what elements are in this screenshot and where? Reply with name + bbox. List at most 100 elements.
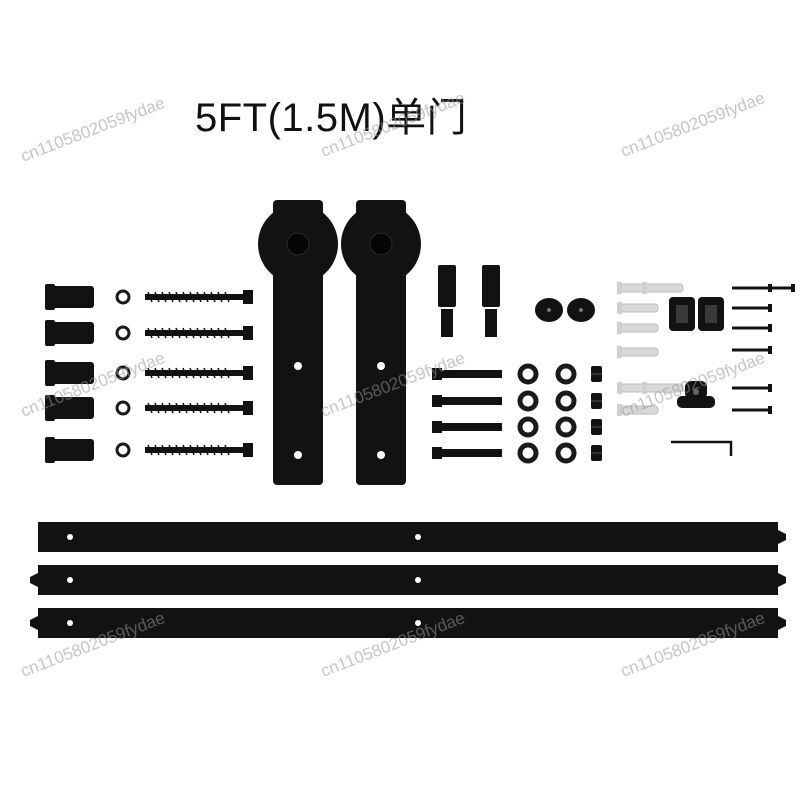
screw-thread — [189, 367, 195, 379]
rail-end-notch — [778, 573, 786, 587]
screw-thread — [168, 327, 174, 339]
strap-hole — [377, 362, 385, 370]
anchor-body — [644, 383, 684, 393]
floor-guide — [677, 381, 715, 408]
flat-washer — [517, 416, 539, 438]
screw-thread — [224, 444, 230, 456]
hex-bolt — [432, 421, 502, 433]
wood-screw — [755, 284, 795, 292]
roller-hanger — [341, 200, 421, 485]
screw-thread — [175, 444, 181, 456]
screw-thread — [210, 367, 216, 379]
lag-bolt-set — [45, 437, 253, 463]
flat-washer — [555, 363, 577, 385]
screw-thread — [210, 402, 216, 414]
washer — [115, 400, 131, 416]
screw-thread — [161, 291, 167, 303]
screw-thread — [189, 444, 195, 456]
spacer — [48, 397, 94, 419]
screw-thread — [217, 367, 223, 379]
screw-thread — [154, 402, 160, 414]
rail-bar — [38, 522, 778, 552]
washer — [115, 365, 131, 381]
screw-thread — [175, 367, 181, 379]
screw-thread — [168, 291, 174, 303]
strap-hole — [377, 451, 385, 459]
screw-head — [768, 324, 772, 332]
door-stopper — [438, 265, 456, 337]
screw-thread — [196, 367, 202, 379]
screw-thread — [217, 402, 223, 414]
hanger-top — [356, 205, 406, 218]
screw-thread — [182, 327, 188, 339]
lag-screw-shaft — [145, 294, 243, 300]
anchor-collar — [642, 282, 647, 294]
anchor-collar — [617, 404, 622, 416]
wall-anchor — [642, 382, 684, 394]
lag-bolt-set — [45, 360, 253, 386]
wood-screw — [732, 346, 772, 354]
lock-nut — [591, 419, 602, 435]
washer — [115, 442, 131, 458]
screw-thread — [154, 327, 160, 339]
screw-thread — [154, 291, 160, 303]
screw-thread — [224, 367, 230, 379]
flat-washer — [555, 442, 577, 464]
flat-washer — [517, 442, 539, 464]
anchor-body — [619, 347, 659, 357]
guide-slot — [705, 305, 717, 323]
anchor-body — [619, 303, 659, 313]
spacer-flange — [45, 320, 55, 346]
wood-screw — [732, 324, 772, 332]
rail-hole — [67, 534, 73, 540]
lag-screw-shaft — [145, 405, 243, 411]
screw-thread — [203, 402, 209, 414]
rail-end-notch — [30, 616, 38, 630]
screw-thread — [210, 444, 216, 456]
guide-hole — [693, 389, 699, 395]
rail-end-notch — [30, 573, 38, 587]
screw-thread — [175, 291, 181, 303]
screw-thread — [182, 402, 188, 414]
screw-thread — [224, 327, 230, 339]
strap-hole — [294, 451, 302, 459]
screw-thread — [175, 402, 181, 414]
wall-anchor — [617, 302, 659, 314]
screw-thread — [161, 402, 167, 414]
spacer-flange — [45, 395, 55, 421]
screw-thread — [203, 367, 209, 379]
bolt-shaft — [442, 449, 502, 457]
lag-screw-head — [243, 366, 253, 380]
wood-screw — [732, 384, 772, 392]
lag-screw-head — [243, 443, 253, 457]
screw-thread — [168, 444, 174, 456]
anchor-body — [644, 283, 684, 293]
rail-bar — [38, 608, 778, 638]
roller-hanger — [258, 200, 338, 485]
wall-anchor — [617, 404, 659, 416]
lag-screw-shaft — [145, 447, 243, 453]
bolt-shaft — [442, 423, 502, 431]
anchor-collar — [617, 346, 622, 358]
anchor-collar — [617, 302, 622, 314]
wall-anchor — [642, 282, 684, 294]
flat-washer — [555, 416, 577, 438]
track-rail — [30, 608, 786, 638]
strap-hole — [294, 362, 302, 370]
screw-thread — [147, 402, 153, 414]
track-rail — [30, 565, 786, 595]
screw-shaft — [732, 306, 770, 310]
screw-thread — [189, 327, 195, 339]
screw-thread — [196, 402, 202, 414]
hanger-top — [273, 205, 323, 218]
screw-head — [791, 284, 795, 292]
product-title: 5FT(1.5M)单门 — [195, 96, 468, 140]
spacer — [48, 322, 94, 344]
lag-screw-head — [243, 326, 253, 340]
screw-thread — [224, 291, 230, 303]
spacer — [48, 439, 94, 461]
washer — [115, 289, 131, 305]
disc-hole — [547, 308, 551, 312]
